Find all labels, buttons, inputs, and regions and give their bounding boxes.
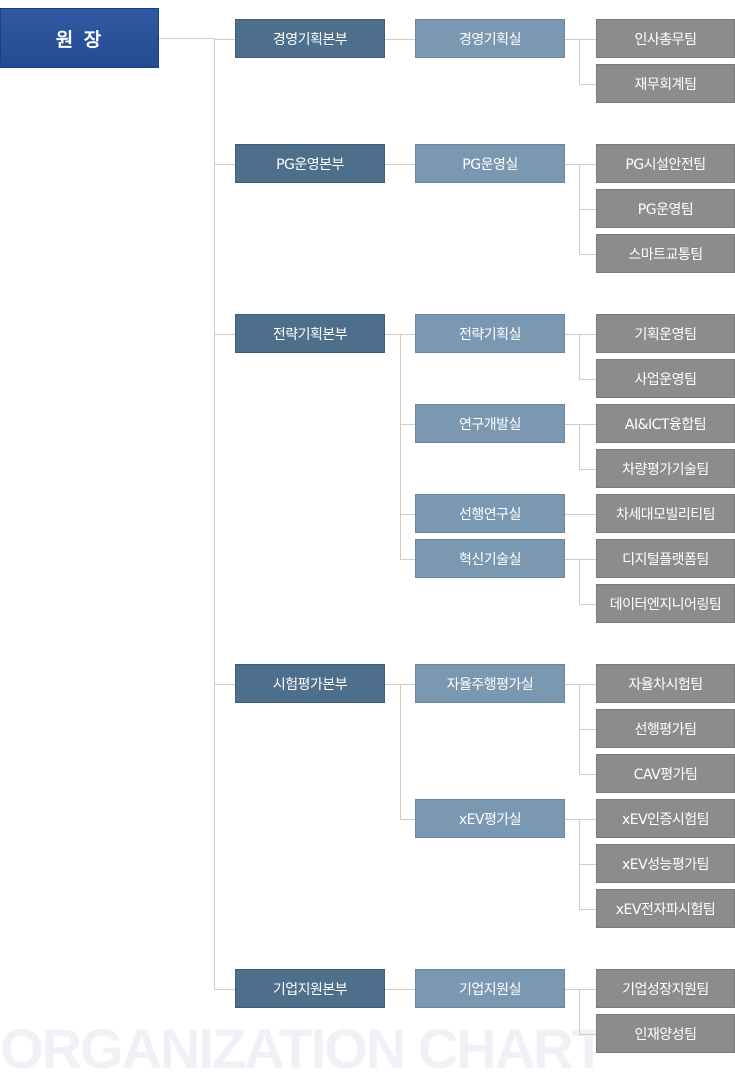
division-office-connector [385,164,415,165]
team-spine [579,819,580,909]
team-spine [579,39,580,84]
office-branch-connector [400,424,415,425]
office-team-connector [565,989,596,990]
main-spine [214,38,215,989]
office-branch-connector [400,514,415,515]
office-spine [400,334,401,559]
team-branch-connector [579,84,596,85]
division-connector [214,39,235,40]
office-box: 전략기획실 [415,314,565,353]
office-team-connector [565,39,596,40]
office-team-connector [565,819,596,820]
office-team-connector [565,424,596,425]
team-box: 기획운영팀 [596,314,735,353]
team-box: 차세대모빌리티팀 [596,494,735,533]
division-box: 경영기획본부 [235,19,385,58]
team-spine [579,989,580,1034]
office-branch-connector [400,559,415,560]
office-box: xEV평가실 [415,799,565,838]
office-box: 경영기획실 [415,19,565,58]
team-spine [579,164,580,254]
team-box: 자율차시험팀 [596,664,735,703]
division-connector [214,334,235,335]
division-box: 시험평가본부 [235,664,385,703]
office-team-connector [565,334,596,335]
office-team-connector [565,684,596,685]
team-box: 기업성장지원팀 [596,969,735,1008]
division-office-connector [385,39,415,40]
office-box: 혁신기술실 [415,539,565,578]
team-branch-connector [579,774,596,775]
office-spine [400,684,401,819]
office-team-connector [565,164,596,165]
team-branch-connector [579,379,596,380]
root-box: 원 장 [0,8,159,68]
team-branch-connector [579,729,596,730]
division-connector [214,684,235,685]
team-box: 디지털플랫폼팀 [596,539,735,578]
office-box: 기업지원실 [415,969,565,1008]
division-box: PG운영본부 [235,144,385,183]
division-box: 전략기획본부 [235,314,385,353]
team-branch-connector [579,469,596,470]
team-branch-connector [579,254,596,255]
office-box: 선행연구실 [415,494,565,533]
team-branch-connector [579,1034,596,1035]
office-branch-connector [400,819,415,820]
team-box: PG시설안전팀 [596,144,735,183]
team-box: xEV전자파시험팀 [596,889,735,928]
team-box: PG운영팀 [596,189,735,228]
office-box: PG운영실 [415,144,565,183]
office-team-connector [565,514,596,515]
team-box: 사업운영팀 [596,359,735,398]
team-branch-connector [579,864,596,865]
team-box: xEV성능평가팀 [596,844,735,883]
division-office-connector [385,989,415,990]
division-connector [214,164,235,165]
team-box: 차량평가기술팀 [596,449,735,488]
team-box: 인사총무팀 [596,19,735,58]
team-branch-connector [579,909,596,910]
team-spine [579,684,580,774]
team-box: 스마트교통팀 [596,234,735,273]
team-box: CAV평가팀 [596,754,735,793]
division-box: 기업지원본부 [235,969,385,1008]
team-box: 재무회계팀 [596,64,735,103]
team-spine [579,559,580,604]
division-connector [214,989,235,990]
team-box: xEV인증시험팀 [596,799,735,838]
watermark: ORGANIZATION CHART [0,1017,606,1080]
team-spine [579,424,580,469]
team-box: AI&ICT융합팀 [596,404,735,443]
office-team-connector [565,559,596,560]
team-branch-connector [579,604,596,605]
team-box: 인재양성팀 [596,1014,735,1053]
root-connector [159,38,214,39]
team-branch-connector [579,209,596,210]
office-box: 자율주행평가실 [415,664,565,703]
team-box: 데이터엔지니어링팀 [596,584,735,623]
team-spine [579,334,580,379]
team-box: 선행평가팀 [596,709,735,748]
office-box: 연구개발실 [415,404,565,443]
